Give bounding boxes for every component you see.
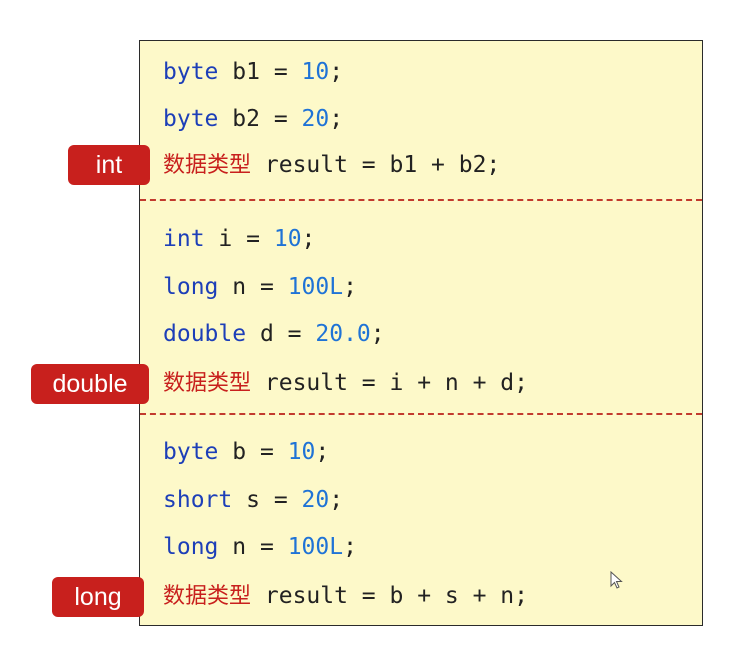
- code-line-double-d: double d = 20.0;: [163, 321, 385, 347]
- literal-value: 100L: [287, 534, 344, 560]
- literal-value: 100L: [287, 274, 344, 300]
- variable-name: b2: [232, 106, 260, 132]
- variable-name: n: [232, 274, 247, 300]
- type-keyword: double: [163, 321, 247, 347]
- type-placeholder: 数据类型: [163, 584, 252, 609]
- type-keyword: byte: [163, 106, 219, 132]
- result-expression: result = b + s + n;: [264, 583, 528, 609]
- answer-badge-double: double: [31, 364, 149, 404]
- code-line-result-3: 数据类型 result = b + s + n;: [163, 580, 528, 612]
- type-keyword: long: [163, 534, 219, 560]
- literal-value: 20: [301, 487, 330, 513]
- code-line-result-1: 数据类型 result = b1 + b2;: [163, 149, 500, 181]
- code-line-long-n: long n = 100L;: [163, 274, 357, 300]
- code-line-byte-b1: byte b1 = 10;: [163, 59, 344, 85]
- code-line-short-s: short s = 20;: [163, 487, 344, 513]
- variable-name: b: [232, 439, 247, 465]
- literal-value: 10: [301, 59, 330, 85]
- type-keyword: byte: [163, 439, 219, 465]
- type-keyword: byte: [163, 59, 219, 85]
- variable-name: d: [259, 321, 274, 347]
- literal-value: 10: [273, 226, 302, 252]
- code-line-long-n: long n = 100L;: [163, 534, 357, 560]
- literal-value: 20.0: [315, 321, 371, 347]
- type-keyword: long: [163, 274, 219, 300]
- code-line-int-i: int i = 10;: [163, 226, 316, 252]
- type-placeholder: 数据类型: [163, 153, 252, 178]
- answer-badge-int: int: [68, 145, 150, 185]
- result-expression: result = b1 + b2;: [264, 152, 501, 178]
- result-expression: result = i + n + d;: [264, 370, 528, 396]
- mouse-pointer-icon: [610, 571, 623, 589]
- variable-name: n: [232, 534, 247, 560]
- variable-name: s: [246, 487, 260, 513]
- type-placeholder: 数据类型: [163, 371, 252, 396]
- section-divider: [140, 413, 702, 415]
- literal-value: 20: [301, 106, 330, 132]
- variable-name: b1: [232, 59, 260, 85]
- type-keyword: int: [163, 226, 205, 252]
- code-line-result-2: 数据类型 result = i + n + d;: [163, 367, 528, 399]
- section-divider: [140, 199, 702, 201]
- answer-badge-long: long: [52, 577, 144, 617]
- code-panel: [139, 40, 703, 626]
- code-line-byte-b2: byte b2 = 20;: [163, 106, 344, 132]
- code-line-byte-b: byte b = 10;: [163, 439, 330, 465]
- type-keyword: short: [163, 487, 233, 513]
- literal-value: 10: [287, 439, 316, 465]
- variable-name: i: [218, 226, 233, 252]
